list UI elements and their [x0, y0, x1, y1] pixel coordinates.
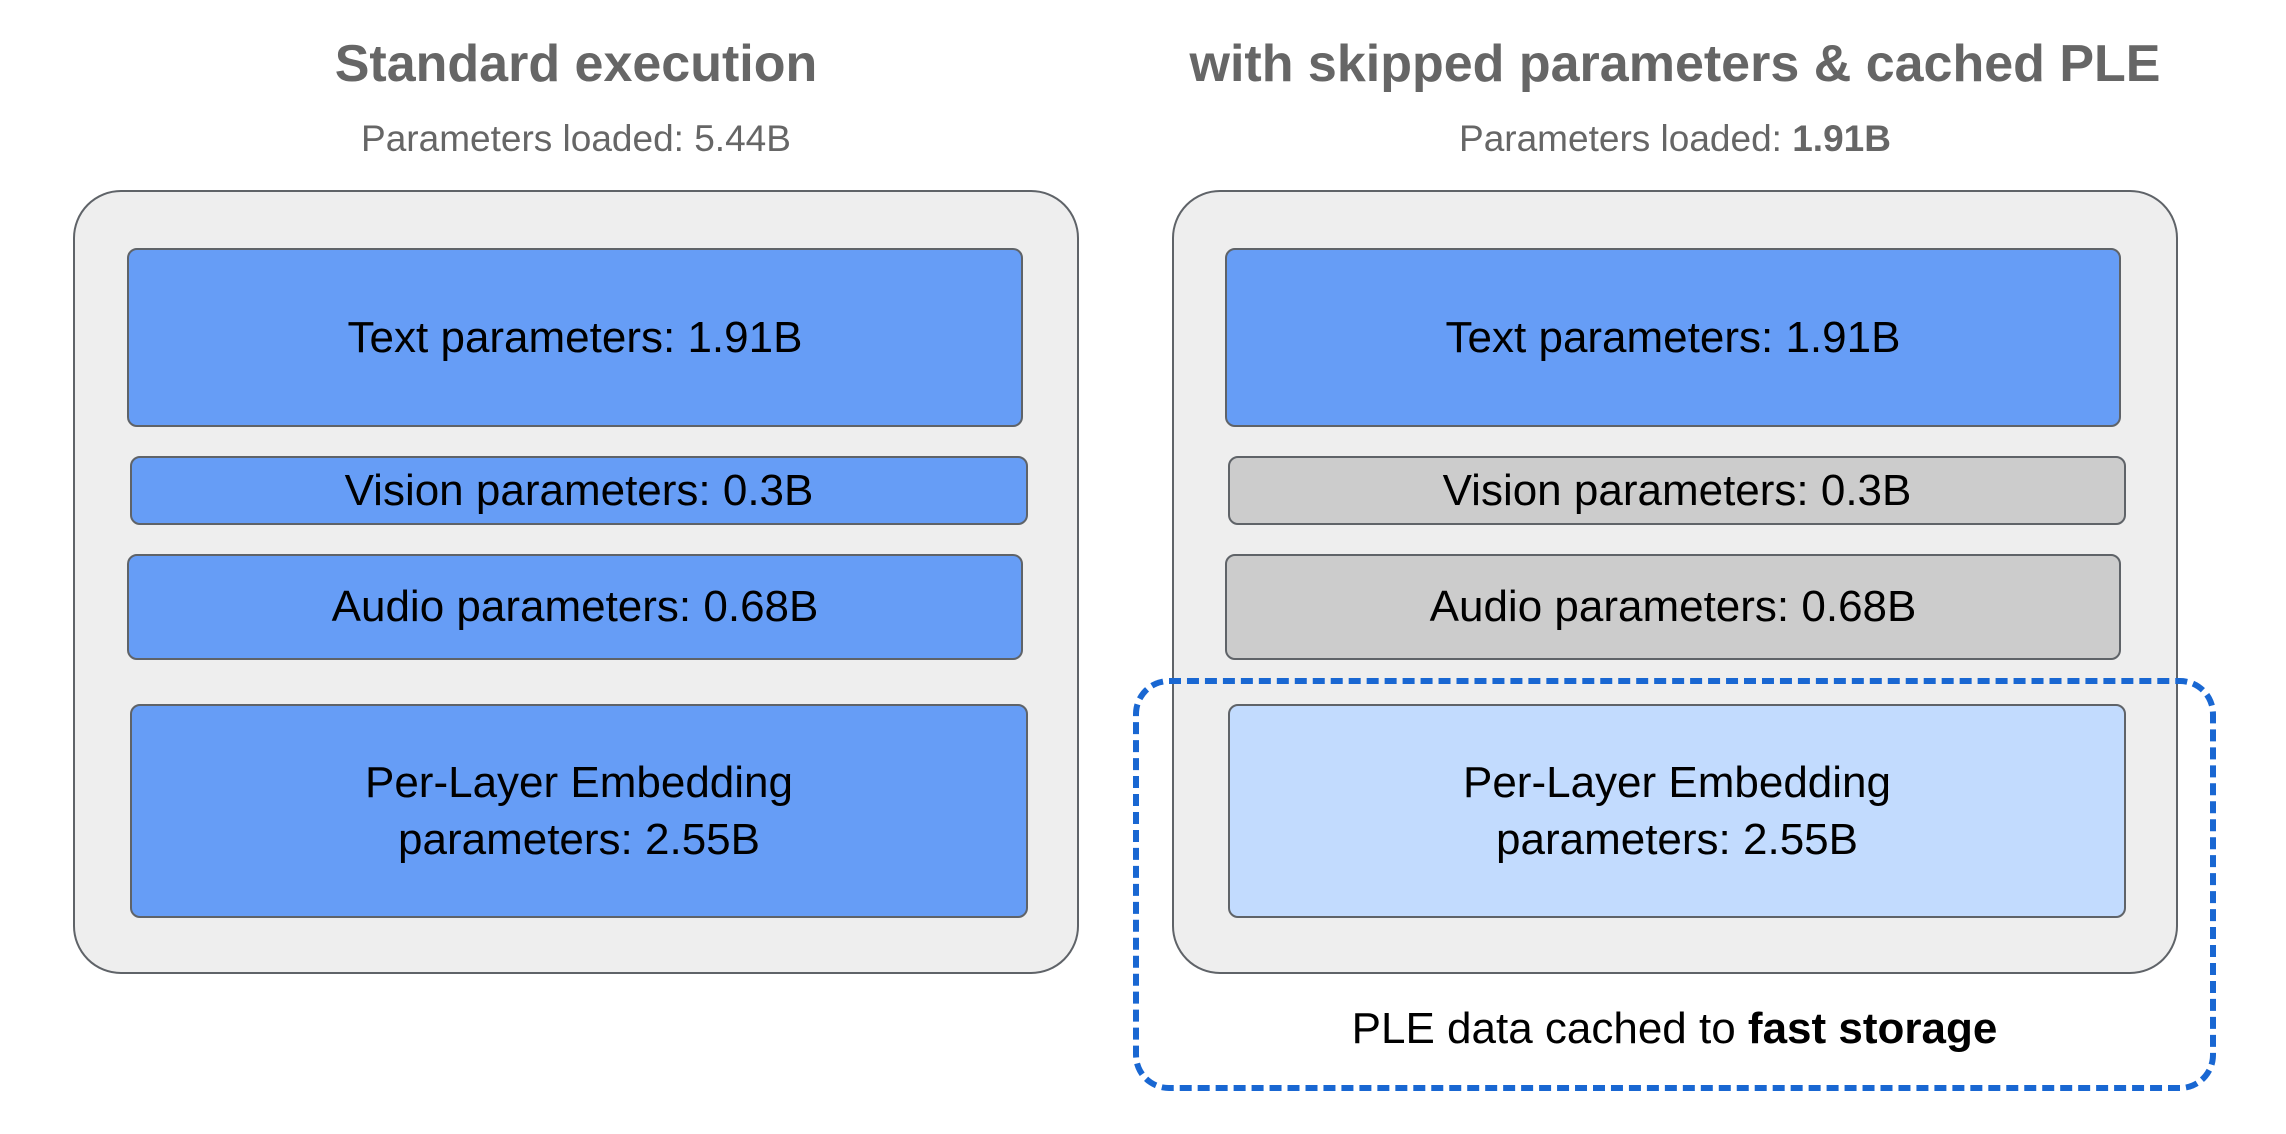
- ple-label-line2: parameters: 2.55B: [1496, 815, 1858, 864]
- left-vision-params-block: Vision parameters: 0.3B: [130, 456, 1028, 525]
- subtitle-prefix: Parameters loaded:: [361, 118, 695, 159]
- left-title: Standard execution: [334, 35, 818, 93]
- ple-label-line2: parameters: 2.55B: [398, 815, 760, 864]
- left-ple-params-block: Per-Layer Embedding parameters: 2.55B: [130, 704, 1028, 918]
- right-audio-params-block: Audio parameters: 0.68B: [1225, 554, 2121, 660]
- ple-label-line1: Per-Layer Embedding: [364, 757, 793, 807]
- ple-cache-outline: [1133, 678, 2216, 1091]
- left-text-params-block: Text parameters: 1.91B: [127, 248, 1023, 427]
- left-audio-params-block: Audio parameters: 0.68B: [127, 554, 1023, 660]
- right-subtitle: Parameters loaded: 1.91B: [1172, 118, 2178, 160]
- ple-label-line1: Per-Layer Embedding: [1462, 757, 1891, 807]
- subtitle-prefix: Parameters loaded:: [1459, 118, 1793, 159]
- right-text-params-block: Text parameters: 1.91B: [1225, 248, 2121, 427]
- caption-bold: fast storage: [1747, 1004, 1998, 1053]
- right-title: with skipped parameters & cached PLE: [1189, 35, 2161, 93]
- subtitle-value: 1.91B: [1792, 118, 1891, 159]
- right-vision-params-block: Vision parameters: 0.3B: [1228, 456, 2126, 525]
- left-subtitle: Parameters loaded: 5.44B: [73, 118, 1079, 160]
- subtitle-value: 5.44B: [694, 118, 791, 159]
- right-ple-params-block: Per-Layer Embedding parameters: 2.55B: [1228, 704, 2126, 918]
- cache-caption: PLE data cached to fast storage: [1133, 1004, 2216, 1054]
- caption-prefix: PLE data cached to: [1351, 1004, 1748, 1053]
